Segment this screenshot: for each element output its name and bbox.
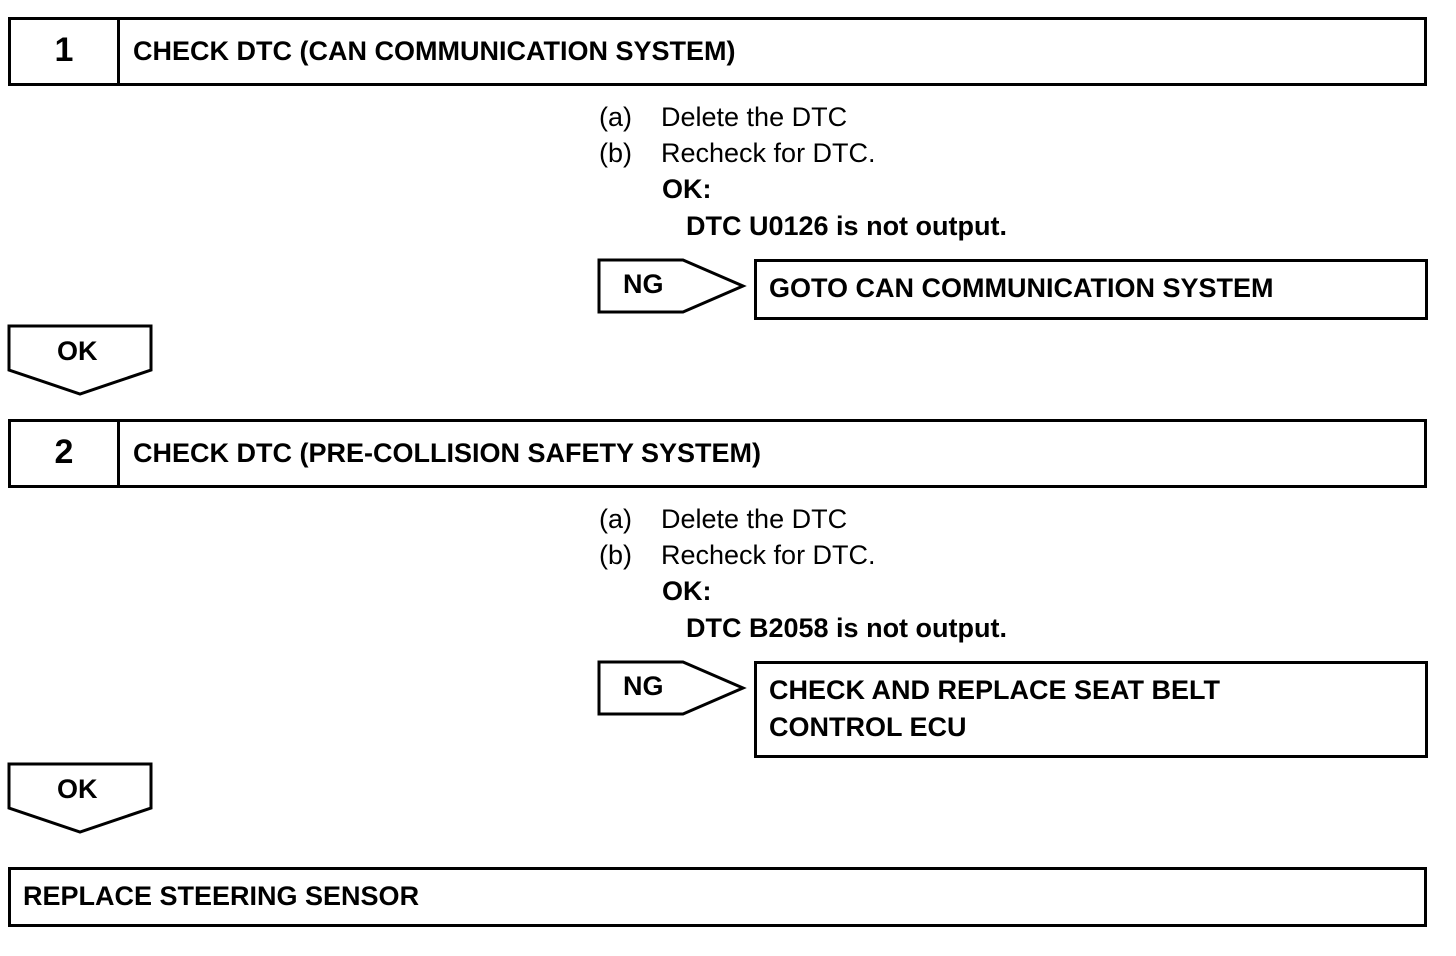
instruction-text: Delete the DTC <box>661 504 848 534</box>
instruction-label: (a) <box>599 102 632 132</box>
step-1-ok-label: OK <box>57 336 98 366</box>
step-1-ng-label: NG <box>623 269 664 299</box>
step-2-ng-result: CHECK AND REPLACE SEAT BELT CONTROL ECU <box>754 661 1428 758</box>
step-2-ok-arrow <box>7 762 153 834</box>
step-1-ng-result: GOTO CAN COMMUNICATION SYSTEM <box>754 259 1428 320</box>
step-2-box: 2 CHECK DTC (PRE-COLLISION SAFETY SYSTEM… <box>8 419 1427 488</box>
final-action-box: REPLACE STEERING SENSOR <box>8 867 1427 927</box>
step-2-ok-detail: DTC B2058 is not output. <box>686 613 1008 643</box>
step-2-number: 2 <box>11 422 120 485</box>
step-2-ok-heading: OK: <box>662 576 712 606</box>
instruction-label: (b) <box>599 540 632 570</box>
instruction-text: Recheck for DTC. <box>661 138 876 168</box>
step-2-ok-label: OK <box>57 774 98 804</box>
step-1-ok-detail: DTC U0126 is not output. <box>686 211 1008 241</box>
step-2-ng-arrow <box>597 660 747 716</box>
instruction-text: Recheck for DTC. <box>661 540 876 570</box>
instruction-label: (a) <box>599 504 632 534</box>
step-1-title: CHECK DTC (CAN COMMUNICATION SYSTEM) <box>133 36 736 66</box>
instruction-text: Delete the DTC <box>661 102 848 132</box>
step-1-ng-arrow <box>597 258 747 314</box>
step-2-ng-label: NG <box>623 671 664 701</box>
step-2-title: CHECK DTC (PRE-COLLISION SAFETY SYSTEM) <box>133 438 762 468</box>
instruction-label: (b) <box>599 138 632 168</box>
step-2-ng-result-line-2: CONTROL ECU <box>769 712 967 742</box>
step-1-box: 1 CHECK DTC (CAN COMMUNICATION SYSTEM) <box>8 17 1427 86</box>
step-1-number: 1 <box>11 20 120 83</box>
step-1-ok-arrow <box>7 324 153 396</box>
step-1-ok-heading: OK: <box>662 174 712 204</box>
step-2-ng-result-line-1: CHECK AND REPLACE SEAT BELT <box>769 675 1221 705</box>
